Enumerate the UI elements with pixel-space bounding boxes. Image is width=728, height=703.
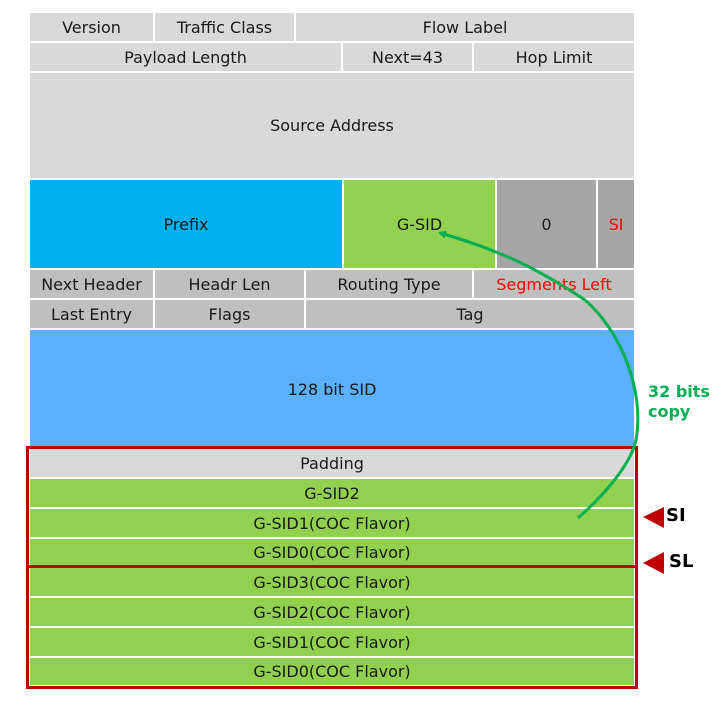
field-version: Version bbox=[30, 13, 153, 41]
srh-tag: Tag bbox=[306, 300, 634, 328]
copy-label: 32 bits copy bbox=[648, 382, 710, 422]
field-hop-limit: Hop Limit bbox=[474, 43, 634, 71]
field-next-header: Next=43 bbox=[343, 43, 472, 71]
container1-gsid0: G-SID0(COC Flavor) bbox=[30, 539, 634, 566]
field-si: SI bbox=[598, 180, 634, 268]
container1-gsid1: G-SID1(COC Flavor) bbox=[30, 509, 634, 537]
srh-last-entry: Last Entry bbox=[30, 300, 153, 328]
container2-gsid3: G-SID3(COC Flavor) bbox=[30, 568, 634, 596]
field-zero: 0 bbox=[497, 180, 596, 268]
srh-flags: Flags bbox=[155, 300, 304, 328]
sid-128-bit: 128 bit SID bbox=[30, 330, 634, 448]
srh-next-header: Next Header bbox=[30, 270, 153, 298]
srh-segments-left: Segments Left bbox=[474, 270, 634, 298]
sl-pointer-label: SL bbox=[669, 551, 694, 572]
container1-gsid2: G-SID2 bbox=[30, 479, 634, 507]
field-source-address: Source Address bbox=[30, 73, 634, 178]
srh-header-length: Headr Len bbox=[155, 270, 304, 298]
field-payload-length: Payload Length bbox=[30, 43, 341, 71]
copy-label-line2: copy bbox=[648, 402, 691, 421]
container2-gsid2: G-SID2(COC Flavor) bbox=[30, 598, 634, 626]
copy-label-line1: 32 bits bbox=[648, 382, 710, 401]
si-pointer-label: SI bbox=[666, 505, 686, 526]
field-traffic-class: Traffic Class bbox=[155, 13, 294, 41]
srh-routing-type: Routing Type bbox=[306, 270, 472, 298]
field-prefix: Prefix bbox=[30, 180, 342, 268]
field-gsid: G-SID bbox=[344, 180, 495, 268]
container2-gsid1: G-SID1(COC Flavor) bbox=[30, 628, 634, 656]
container2-gsid0: G-SID0(COC Flavor) bbox=[30, 658, 634, 685]
field-flow-label: Flow Label bbox=[296, 13, 634, 41]
container1-padding: Padding bbox=[30, 449, 634, 477]
